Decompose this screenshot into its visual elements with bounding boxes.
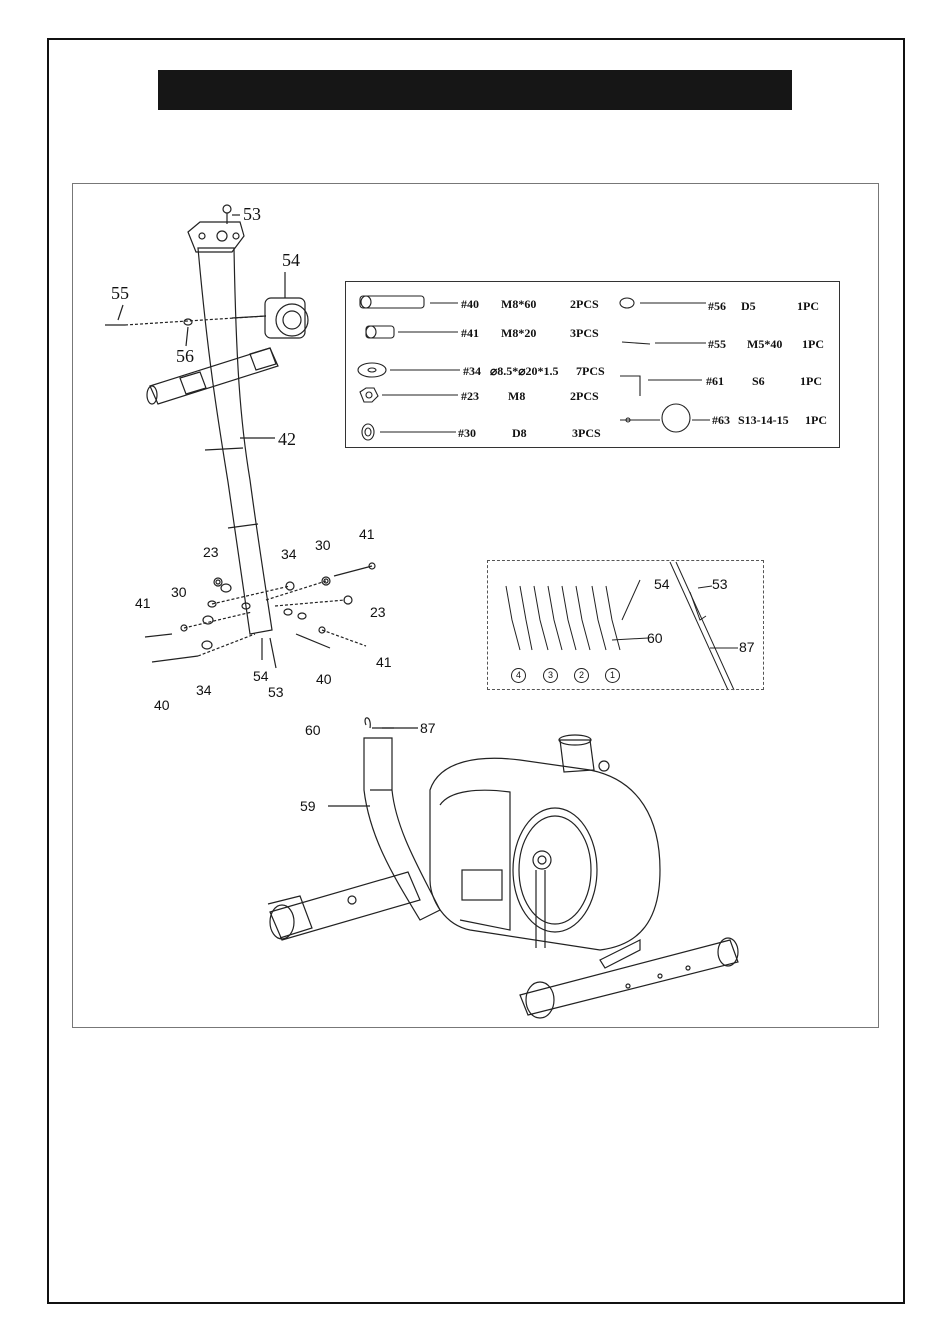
detail-callout-60: 60 [647,631,663,645]
part-id: #23 [461,390,479,402]
part-id: #61 [706,375,724,387]
callout-40-right: 40 [316,672,332,686]
callout-59: 59 [300,799,316,813]
step-number-4: 4 [511,668,526,683]
rear-tube-59 [364,738,440,920]
callout-54-bottom: 54 [253,669,269,683]
part-qty: 1PC [802,338,824,350]
upright-tube-42 [198,248,272,634]
callout-42: 42 [278,430,296,448]
callout-23-left: 23 [203,545,219,559]
part-spec: S6 [752,375,765,387]
callout-53-bottom: 53 [268,685,284,699]
detail-callout-87: 87 [739,640,755,654]
callout-40-left: 40 [154,698,170,712]
part-qty: 3PCS [572,427,601,439]
sensor-knob [265,298,305,338]
part-id: #30 [458,427,476,439]
part-qty: 2PCS [570,298,599,310]
callout-30-mid: 30 [315,538,331,552]
part-qty: 3PCS [570,327,599,339]
part-id: #63 [712,414,730,426]
callout-23-right: 23 [370,605,386,619]
part-spec: M8 [508,390,525,402]
callout-34-mid: 34 [281,547,297,561]
part-spec: S13-14-15 [738,414,789,426]
part-qty: 1PC [805,414,827,426]
callout-55: 55 [111,284,129,302]
step-number-2: 2 [574,668,589,683]
part-spec: D5 [741,300,756,312]
step-number-1: 1 [605,668,620,683]
part-qty: 2PCS [570,390,599,402]
callout-60-main: 60 [305,723,321,737]
callout-41-left: 41 [135,596,151,610]
handlebar-crossbar [150,348,278,404]
part-id: #55 [708,338,726,350]
callout-41-top: 41 [359,527,375,541]
callout-41-right: 41 [376,655,392,669]
part-spec: D8 [512,427,527,439]
callout-56: 56 [176,347,194,365]
part-qty: 1PC [800,375,822,387]
part-id: #56 [708,300,726,312]
part-spec: M8*60 [501,298,536,310]
callout-54-top: 54 [282,251,300,269]
detail-callout-54: 54 [654,577,670,591]
callout-34-bottom: 34 [196,683,212,697]
part-spec: M8*20 [501,327,536,339]
part-id: #34 [463,365,481,377]
callout-87-main: 87 [420,721,436,735]
part-spec: M5*40 [747,338,782,350]
callout-30-left: 30 [171,585,187,599]
detail-callout-53: 53 [712,577,728,591]
part-spec: ⌀8.5*⌀20*1.5 [490,365,558,377]
part-id: #41 [461,327,479,339]
callout-53-top: 53 [243,205,261,223]
step-number-3: 3 [543,668,558,683]
part-qty: 7PCS [576,365,605,377]
part-qty: 1PC [797,300,819,312]
part-id: #40 [461,298,479,310]
